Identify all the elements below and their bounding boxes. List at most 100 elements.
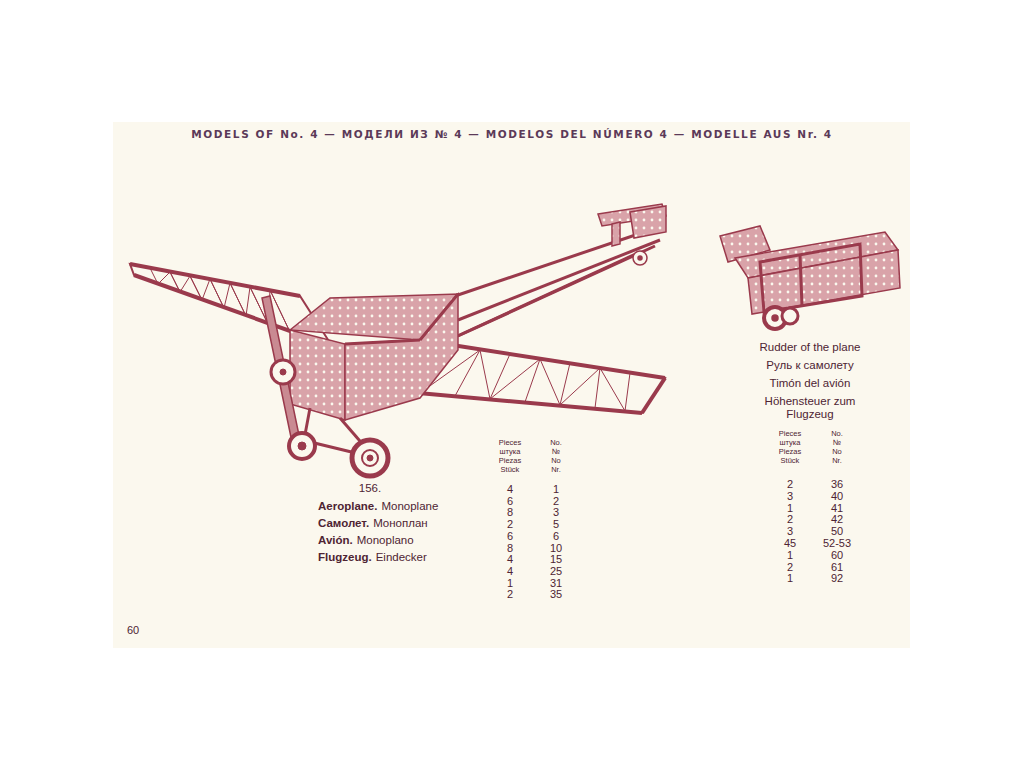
piece-count: 6 <box>507 530 513 543</box>
left-wing <box>130 264 300 296</box>
piece-count: 8 <box>507 506 513 519</box>
column-header: Stück <box>501 466 520 475</box>
part-number: 60 <box>831 549 843 562</box>
part-number: 15 <box>550 553 562 566</box>
column-header: No <box>551 457 561 466</box>
part-number: 50 <box>831 525 843 538</box>
fuselage <box>345 294 458 420</box>
tail-boom <box>458 246 655 336</box>
propeller <box>262 296 300 442</box>
right-wing <box>455 350 480 396</box>
left-wing <box>150 268 158 284</box>
piece-count: 8 <box>507 542 513 555</box>
part-number: 5 <box>553 518 559 531</box>
tail-plane <box>598 204 666 265</box>
rudder-detail <box>720 226 900 329</box>
right-wing <box>595 368 600 408</box>
piece-count: 45 <box>784 537 796 550</box>
propeller <box>271 360 295 384</box>
tail-boom <box>455 226 662 296</box>
column-header: Stück <box>781 457 800 466</box>
part-number: 41 <box>831 502 843 515</box>
part-number: 31 <box>550 577 562 590</box>
piece-count: 2 <box>507 518 513 531</box>
tail-boom <box>458 240 660 320</box>
piece-count: 4 <box>507 553 513 566</box>
part-number: 25 <box>550 565 562 578</box>
model-name: Flugzeug. <box>318 551 372 564</box>
propeller <box>280 369 286 375</box>
tail-plane <box>612 222 620 246</box>
model-name: Eindecker <box>376 551 427 564</box>
column-header: No. <box>550 439 562 448</box>
column-header: Pieces <box>779 430 802 439</box>
part-number: 1 <box>553 483 559 496</box>
column-header: № <box>833 439 841 448</box>
part-number: 42 <box>831 513 843 526</box>
column-header: штука <box>780 439 801 448</box>
fuselage <box>345 340 420 344</box>
piece-count: 1 <box>787 549 793 562</box>
column-header: No <box>832 448 842 457</box>
fuselage <box>420 294 458 340</box>
column-header: Nr. <box>551 466 561 475</box>
column-header: Piezas <box>499 457 522 466</box>
tail-plane <box>633 251 647 265</box>
page-title: MODELS OF No. 4 — МОДЕЛИ ИЗ № 4 — MODELO… <box>191 128 833 140</box>
rudder-detail <box>760 244 862 312</box>
model-name: Aeroplane. <box>318 500 377 513</box>
landing-gear <box>289 408 388 476</box>
piece-count: 1 <box>507 577 513 590</box>
model-name: Avión. <box>318 534 353 547</box>
propeller <box>262 296 300 442</box>
column-header: № <box>552 448 560 457</box>
part-number: 3 <box>553 506 559 519</box>
right-wing <box>560 363 570 405</box>
rudder-detail <box>800 255 802 306</box>
model-name: Моноплан <box>373 517 428 530</box>
part-number: 35 <box>550 588 562 601</box>
part-number: 40 <box>831 490 843 503</box>
tail-plane <box>630 206 666 238</box>
piece-count: 3 <box>787 525 793 538</box>
part-number: 61 <box>831 561 843 574</box>
piece-count: 2 <box>507 588 513 601</box>
rudder-detail <box>772 315 778 321</box>
column-header: Piezas <box>779 448 802 457</box>
piece-count: 2 <box>787 513 793 526</box>
column-header: Nr. <box>832 457 842 466</box>
piece-count: 2 <box>787 478 793 491</box>
detail-caption: Руль к самолету <box>766 359 853 372</box>
model-name: Monoplano <box>357 534 414 547</box>
column-header: штука <box>500 448 521 457</box>
column-header: No. <box>831 430 843 439</box>
part-number: 52-53 <box>823 537 851 550</box>
piece-count: 3 <box>787 490 793 503</box>
tail-boom <box>440 226 662 344</box>
landing-gear <box>298 442 306 450</box>
detail-caption: Timón del avión <box>770 377 851 390</box>
fuselage <box>290 294 458 420</box>
detail-caption: Höhensteuer zum Flugzeug <box>750 395 870 421</box>
rudder-detail <box>782 308 798 324</box>
piece-count: 1 <box>787 502 793 515</box>
right-wing <box>490 354 510 399</box>
fuselage <box>290 330 345 420</box>
right-wing <box>642 378 665 413</box>
part-number: 10 <box>550 542 562 555</box>
tail-plane <box>638 256 642 260</box>
landing-gear <box>362 450 378 466</box>
landing-gear <box>352 440 388 476</box>
detail-caption: Rudder of the plane <box>759 341 860 354</box>
part-number: 2 <box>553 495 559 508</box>
model-number: 156. <box>359 482 381 495</box>
piece-count: 6 <box>507 495 513 508</box>
part-number: 6 <box>553 530 559 543</box>
part-number: 92 <box>831 572 843 585</box>
model-name: Monoplane <box>381 500 438 513</box>
landing-gear <box>367 455 373 461</box>
piece-count: 4 <box>507 483 513 496</box>
right-wing <box>625 373 630 411</box>
